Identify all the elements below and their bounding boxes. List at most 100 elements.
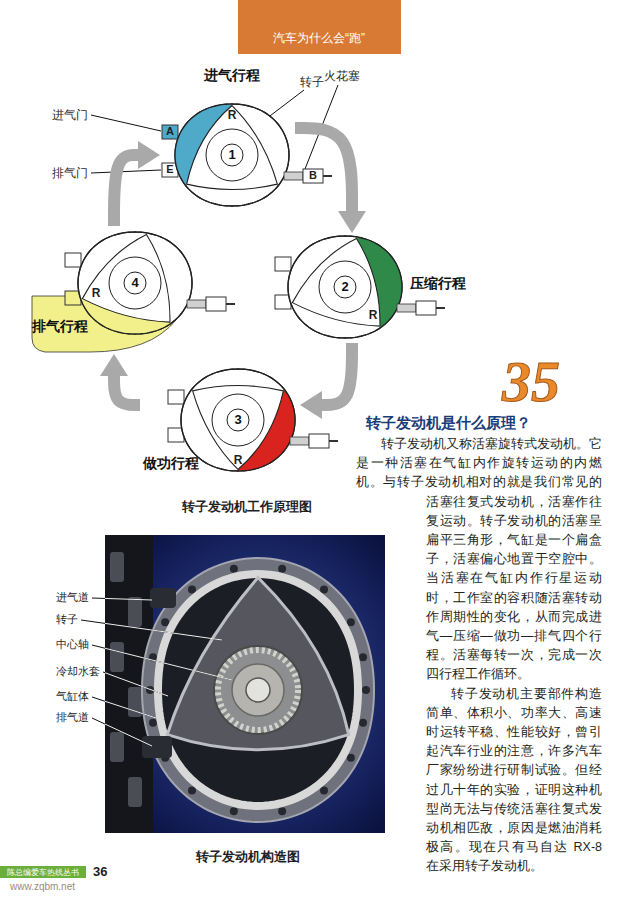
rotor-housing bbox=[288, 236, 402, 338]
stage-number: 3 bbox=[234, 412, 241, 428]
figure-caption: 转子发动机工作原理图 bbox=[182, 499, 312, 515]
part-label: 冷却水套 bbox=[56, 665, 100, 678]
number-ring bbox=[334, 276, 356, 298]
leader-line bbox=[105, 598, 152, 600]
part-label: 进气道 bbox=[56, 591, 89, 604]
coolant-passage bbox=[359, 653, 367, 661]
intake-port bbox=[162, 125, 178, 139]
stroke-stage: 做功行程 3 bbox=[140, 363, 300, 478]
engine-figure bbox=[32, 232, 235, 352]
body-text: 转子发动机又称活塞旋转式发动机。它是一种活塞在气缸内作旋转运动的内燃机。与转子发… bbox=[356, 435, 602, 909]
spark-plug-tip bbox=[397, 304, 416, 312]
housing-outline bbox=[78, 232, 192, 334]
number-ring bbox=[221, 144, 243, 166]
figure-caption: 转子发动机构造图 bbox=[196, 849, 300, 865]
spark-plug-terminal bbox=[323, 175, 332, 177]
leader-line bbox=[81, 620, 222, 640]
leader-line bbox=[105, 672, 168, 696]
stationary-gear bbox=[232, 664, 284, 716]
stroke-stage: 排气行程4 bbox=[28, 226, 193, 354]
leader-line bbox=[105, 718, 152, 746]
rotor bbox=[292, 238, 380, 326]
part-label: 火花塞 bbox=[324, 69, 360, 83]
part-label: 转子 bbox=[300, 75, 324, 89]
intake-port bbox=[65, 253, 81, 267]
rotor-letter: R bbox=[92, 286, 101, 300]
number-ring bbox=[227, 409, 249, 431]
spark-plug-tip bbox=[187, 300, 206, 308]
port-letter: E bbox=[166, 163, 173, 176]
spark-plug-tip bbox=[284, 172, 303, 180]
cycle-arrow bbox=[322, 343, 352, 405]
spark-plug-terminal bbox=[436, 307, 445, 309]
paragraph: 转子发动机又称活塞旋转式发动机。它是一种活塞在气缸内作旋转运动的内燃机。与转子发… bbox=[356, 435, 602, 685]
stage-figure bbox=[28, 226, 193, 354]
running-header: 汽车为什么会“跑” bbox=[273, 31, 365, 45]
cycle-arrow bbox=[114, 155, 138, 226]
coolant-passage bbox=[278, 565, 286, 573]
rotor-gear bbox=[109, 257, 161, 309]
spark-plug-terminal bbox=[329, 440, 338, 442]
series-name: 陈总编爱车热线丛书 bbox=[7, 868, 79, 877]
stroke-stage: 进气行程 1 bbox=[160, 62, 295, 212]
section-heading: 转子发动机是什么原理？ bbox=[366, 414, 531, 432]
cycle-arrow bbox=[295, 128, 352, 211]
spark-plug-body bbox=[206, 297, 226, 311]
rotor bbox=[82, 234, 170, 322]
stage-name: 排气行程 bbox=[32, 318, 88, 335]
spark-plug-terminal bbox=[226, 303, 235, 305]
stage-figure bbox=[160, 62, 295, 212]
leader-line bbox=[92, 598, 152, 600]
coolant-passage bbox=[347, 754, 355, 762]
stage-name: 做功行程 bbox=[143, 455, 199, 472]
spark-plug-body bbox=[309, 434, 329, 448]
engine-figure bbox=[162, 104, 332, 206]
rotor-letter: R bbox=[234, 453, 243, 467]
leader-line bbox=[92, 718, 152, 746]
rotor bbox=[167, 577, 348, 749]
spark-plug-body bbox=[416, 301, 436, 315]
port-letter: A bbox=[166, 125, 174, 138]
bolt-detail bbox=[128, 597, 142, 627]
bolt-detail bbox=[110, 642, 124, 672]
stage-name: 压缩行程 bbox=[410, 275, 466, 292]
rotor-housing bbox=[175, 104, 289, 206]
coolant-passage bbox=[347, 618, 355, 626]
housing-outline bbox=[288, 236, 402, 338]
stage-number: 1 bbox=[228, 147, 235, 163]
leader-line bbox=[92, 645, 232, 680]
rotor-housing bbox=[158, 574, 358, 806]
leader-line bbox=[105, 620, 222, 640]
plug-letter: B bbox=[309, 169, 317, 182]
coolant-passage bbox=[278, 807, 286, 815]
rotor-letter: R bbox=[228, 108, 237, 122]
cycle-arrow bbox=[114, 376, 140, 405]
engine-photo bbox=[105, 535, 385, 833]
exhaust-port bbox=[142, 736, 172, 758]
rotor-letter: R bbox=[369, 308, 378, 322]
rotor-housing bbox=[78, 232, 192, 334]
rotor-gear bbox=[319, 261, 371, 313]
coolant-passage bbox=[149, 719, 157, 727]
leader-line bbox=[91, 115, 161, 131]
part-label: 排气门 bbox=[52, 166, 88, 180]
rotor-gear bbox=[212, 394, 264, 446]
bolt-detail bbox=[110, 552, 124, 582]
part-label: 中心轴 bbox=[56, 638, 89, 651]
coolant-passage bbox=[230, 565, 238, 573]
rotor bbox=[187, 106, 278, 190]
coolant-passage bbox=[362, 686, 370, 694]
page-number: 36 bbox=[93, 864, 107, 880]
leader-line bbox=[92, 697, 156, 718]
stage-name: 进气行程 bbox=[204, 67, 260, 84]
photo-background bbox=[105, 535, 385, 833]
leader-line bbox=[105, 645, 232, 680]
rotor bbox=[193, 386, 284, 470]
intake-port bbox=[168, 390, 184, 404]
coolant-passage bbox=[230, 807, 238, 815]
number-ring bbox=[124, 272, 146, 294]
coolant-passage bbox=[359, 719, 367, 727]
stroke-stage: 压缩行程2 bbox=[288, 233, 469, 343]
intake-port bbox=[275, 257, 291, 271]
